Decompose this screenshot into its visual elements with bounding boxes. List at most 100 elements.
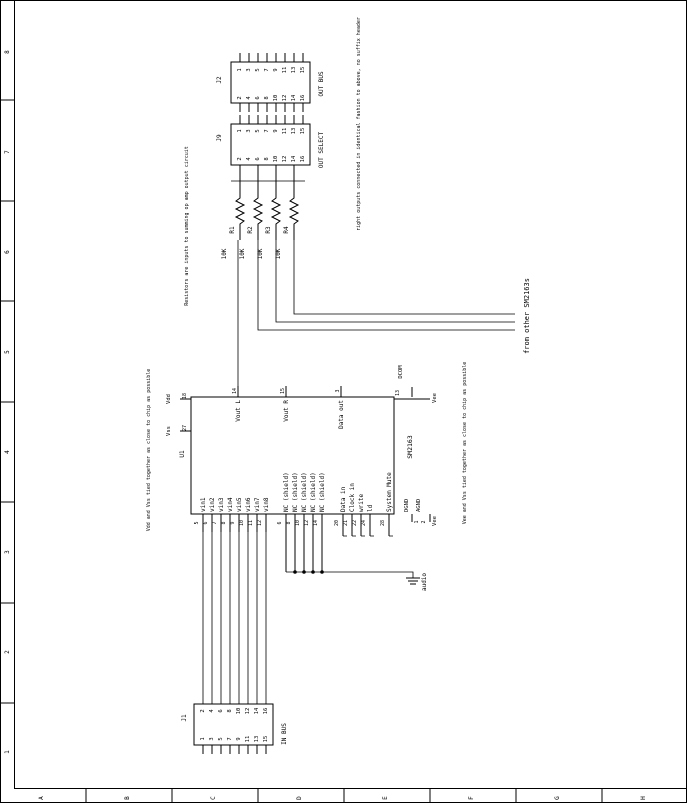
j9-pin: 10 — [273, 156, 279, 163]
row-label: 8 — [4, 50, 11, 54]
r1-resistor-symbol — [234, 181, 246, 240]
u1-pin-number: 24 — [361, 520, 367, 526]
r2-value: 10K — [239, 248, 246, 259]
j1-pin: 7 — [227, 737, 233, 740]
u1-pin-name: vin2 — [209, 497, 216, 512]
j2-pin: 2 — [237, 96, 243, 99]
j2-pin: 1 — [237, 68, 243, 71]
u1-pin-name: NC (shield) — [301, 472, 308, 512]
u1-pin-number: 12 — [304, 520, 310, 526]
u1-pin-number: 28 — [380, 520, 386, 526]
u1-pin-name: vin6 — [245, 497, 252, 512]
row-label: 4 — [4, 450, 11, 454]
j2-pin: 10 — [273, 95, 279, 102]
u1-body[interactable] — [190, 396, 395, 515]
col-label: H — [640, 796, 647, 800]
u1-pin-number: 6 — [203, 521, 209, 524]
j2-pin: 6 — [255, 96, 261, 99]
u1-pin-number: 6 — [277, 521, 283, 524]
row-label: 1 — [4, 750, 11, 754]
frame-row-labels: 8 7 6 5 4 3 2 1 — [4, 50, 11, 754]
j2-pin: 3 — [246, 68, 252, 71]
col-label: G — [554, 796, 561, 800]
r4-refdes: R4 — [283, 226, 290, 234]
u1-pin-name: vin5 — [236, 497, 243, 512]
j1-pin: 12 — [245, 708, 251, 715]
u1-pin-number: 10 — [239, 520, 245, 526]
j2-body[interactable] — [230, 61, 311, 104]
j9-pin: 12 — [282, 156, 288, 163]
u1-power-label: DCOM — [398, 365, 404, 379]
j9-pin: 14 — [291, 155, 297, 162]
j1-body[interactable] — [193, 703, 274, 746]
u1-pin-number: 3 — [335, 389, 341, 392]
row-label: 3 — [4, 550, 11, 554]
j9-refdes: J9 — [216, 134, 223, 142]
col-label: F — [468, 796, 475, 800]
r1-value: 10K — [221, 248, 228, 259]
j2-pin: 16 — [300, 95, 306, 102]
u1-pin-number: 5 — [194, 521, 200, 524]
u1-sm2163[interactable]: U1 SM2163 vin1 vin2 vin3 vin4 vin5 vin6 … — [166, 365, 438, 572]
j9-label: OUT SELECT — [318, 132, 325, 169]
j1-pin: 1 — [200, 737, 206, 740]
j1-pin: 10 — [236, 708, 242, 715]
col-label: A — [38, 796, 45, 800]
j1-pin: 9 — [236, 737, 242, 740]
col-label: E — [382, 796, 389, 800]
row-label: 2 — [4, 650, 11, 654]
u1-pin-number: 14 — [232, 388, 238, 394]
u1-pin-name: Data out — [338, 400, 345, 429]
row-label: 5 — [4, 350, 11, 354]
j9-pin: 4 — [246, 157, 252, 161]
j1-pin: 15 — [263, 736, 269, 743]
u1-pin-number: 12 — [257, 520, 263, 526]
resistor-network — [231, 180, 305, 240]
j2-label: OUT BUS — [318, 71, 325, 97]
j1-refdes: J1 — [181, 714, 188, 722]
col-label: D — [296, 796, 303, 800]
j2-out-bus-connector[interactable]: J2 OUT BUS 2 4 6 8 10 12 14 16 1 3 5 7 9… — [216, 53, 325, 112]
u1-power-label: Vss — [166, 426, 172, 436]
u1-pin-name: NC (shield) — [283, 472, 290, 512]
frame-col-labels: A B C D E F G H — [38, 796, 647, 800]
u1-pin-number: 14 — [313, 520, 319, 526]
r3-refdes: R3 — [265, 226, 272, 234]
j2-pin: 4 — [246, 96, 252, 100]
u1-pin-number: 20 — [334, 520, 340, 526]
u1-power-label: Vdd — [166, 394, 172, 404]
note-right-outputs: right outputs connected in identical fas… — [356, 17, 362, 231]
j1-pin: 3 — [209, 737, 215, 740]
u1-pin-number: 8 — [286, 521, 292, 524]
j9-out-select-connector[interactable]: J9 OUT SELECT 2 4 6 8 10 12 14 16 1 3 5 … — [216, 115, 325, 181]
shield-ground-net — [286, 570, 420, 585]
u1-pin-name: Vout L — [235, 400, 242, 422]
j2-pin: 9 — [273, 68, 279, 71]
j2-refdes: J2 — [216, 76, 223, 84]
j9-body[interactable] — [230, 123, 311, 166]
u1-pin-name: Clock in — [349, 483, 356, 512]
j2-pin: 13 — [291, 67, 297, 74]
j1-pin: 13 — [254, 736, 260, 743]
j1-pin: 6 — [218, 709, 224, 712]
j1-pin: 4 — [209, 709, 215, 713]
r4-value: 10K — [275, 248, 282, 259]
j9-pin: 13 — [291, 128, 297, 135]
note-vee-vss: Vee and Vss tied together as close to ch… — [462, 362, 468, 525]
u1-pin-name: ld — [367, 504, 374, 512]
u1-refdes: U1 — [179, 450, 186, 458]
col-label: B — [124, 796, 131, 800]
u1-pin-name: vin3 — [218, 497, 225, 512]
j2-pin: 15 — [300, 67, 306, 74]
j1-pin: 14 — [254, 707, 260, 714]
j1-in-bus-connector[interactable]: J1 IN BUS 2 4 6 8 10 12 14 16 1 3 5 7 9 … — [181, 703, 288, 754]
u1-pin-name: vin7 — [254, 497, 261, 512]
r3-resistor-symbol — [270, 181, 282, 240]
u1-pin-name: write — [358, 494, 365, 512]
u1-pin-number: 1 — [414, 520, 420, 523]
j9-pin: 15 — [300, 128, 306, 135]
j9-pin: 11 — [282, 128, 288, 135]
j9-pin: 5 — [255, 129, 261, 132]
j1-label: IN BUS — [281, 723, 288, 745]
